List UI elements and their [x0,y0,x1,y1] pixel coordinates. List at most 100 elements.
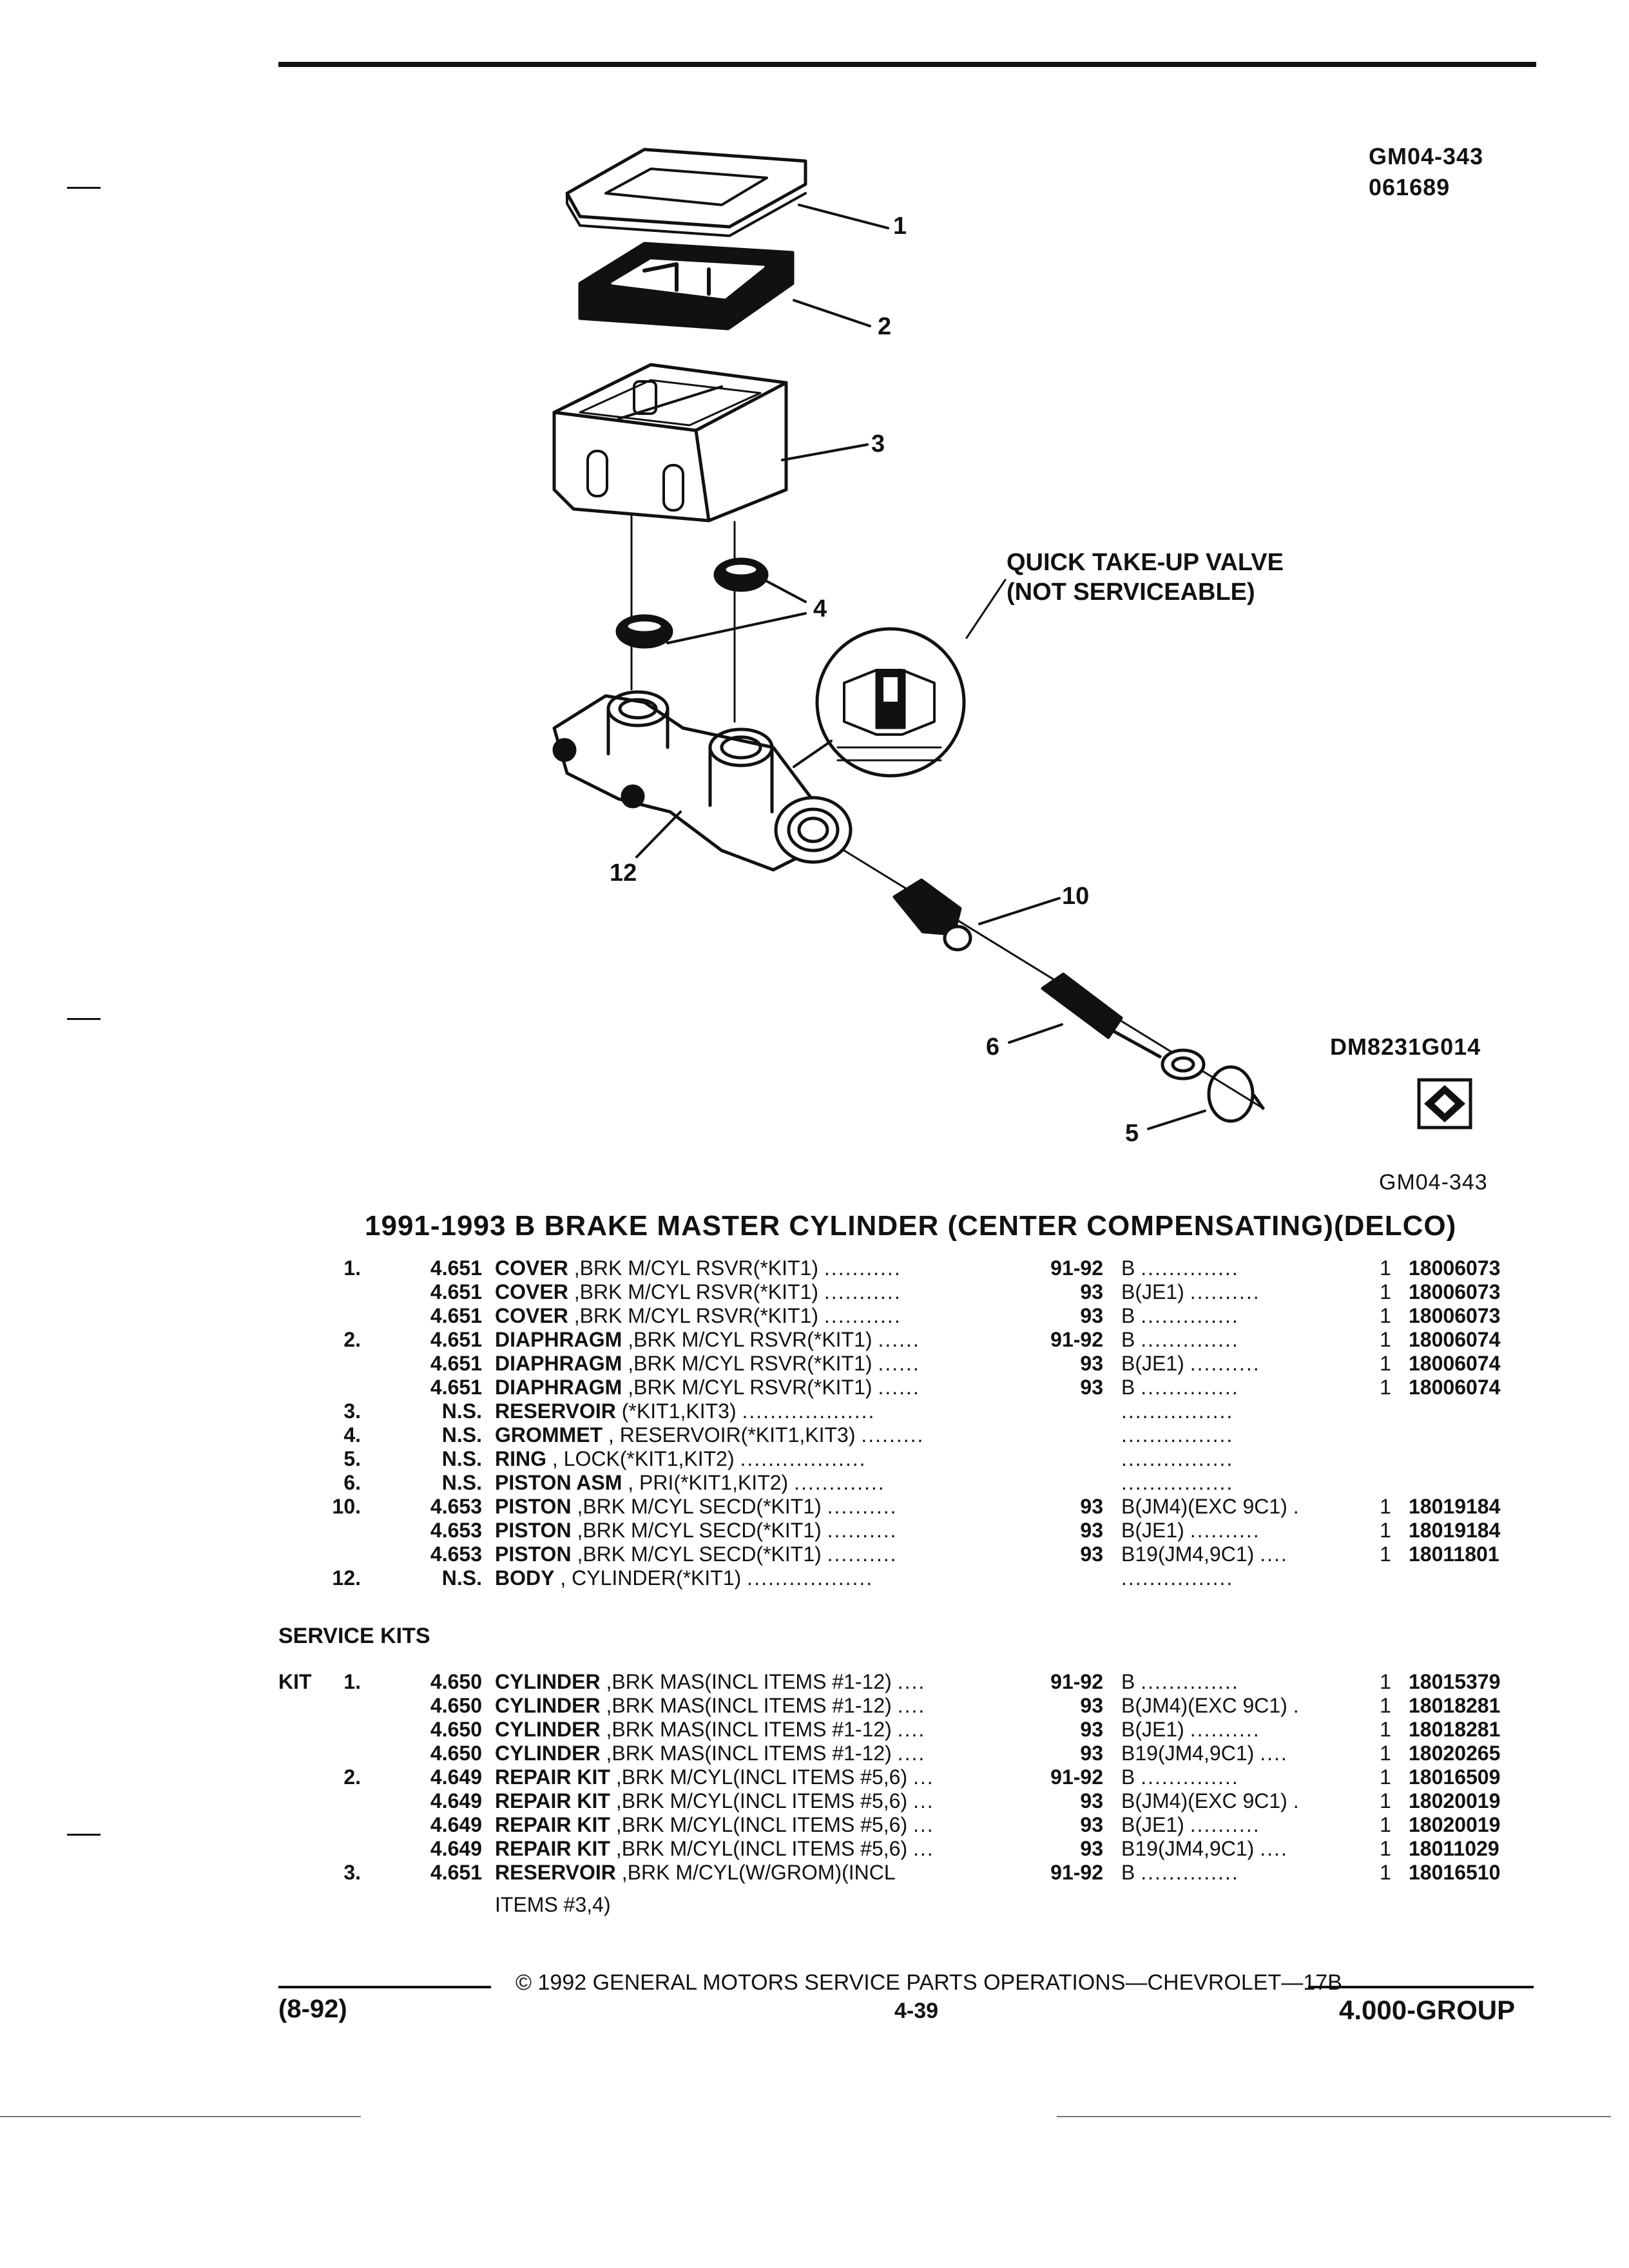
application-code: B [1121,1670,1135,1693]
model-years: 93 [1080,1718,1103,1741]
drawing-code: DM8231G014 [1330,1033,1481,1060]
part-description: PISTON ASM , PRI(*KIT1,KIT2) ...........… [495,1471,885,1495]
part-detail: ,BRK MAS(INCL ITEMS #1-12) [606,1742,892,1765]
service-kits-heading: SERVICE KITS [278,1624,430,1648]
model-years: 93 [1080,1519,1103,1542]
item-number: 1. [343,1256,361,1280]
application: B19(JM4,9C1) .... [1121,1542,1288,1566]
bottom-scan-line [0,2116,361,2117]
group-number: 4.651 [430,1352,482,1375]
item-number: 12. [332,1566,361,1590]
part-description: RESERVOIR (*KIT1,KIT3) .................… [495,1399,875,1423]
top-rule [278,62,1536,67]
reservoir-part [552,363,788,523]
model-years: 93 [1080,1542,1103,1566]
part-description: RING , LOCK(*KIT1,KIT2) ................… [495,1447,867,1471]
item-number: 1. [343,1670,361,1693]
application: ................ [1121,1399,1233,1423]
group-number: 4.650 [430,1694,482,1717]
application-dots: ................ [1121,1399,1234,1423]
table-row: 3.N.S.RESERVOIR (*KIT1,KIT3) ...........… [0,1399,1629,1423]
leader-dots: .......... [827,1542,898,1566]
part-name: REPAIR KIT [495,1765,610,1789]
margin-mark [67,1834,101,1836]
leader-dots: ...... [878,1328,920,1351]
quantity: 1 [1380,1542,1391,1566]
part-name: DIAPHRAGM [495,1328,622,1351]
part-description: CYLINDER ,BRK MAS(INCL ITEMS #1-12) .... [495,1718,925,1742]
group-number: 4.651 [430,1256,482,1280]
quantity: 1 [1380,1718,1391,1741]
model-years: 91-92 [1050,1861,1103,1884]
part-name: PISTON [495,1519,572,1542]
leader-dots: ........... [824,1304,901,1327]
callout-2: 2 [878,313,892,340]
part-description: CYLINDER ,BRK MAS(INCL ITEMS #1-12) .... [495,1742,925,1765]
part-description: GROMMET , RESERVOIR(*KIT1,KIT3) ........… [495,1423,924,1447]
application: B(JE1) .......... [1121,1813,1260,1837]
application-dots: .... [1260,1542,1288,1566]
part-name: PISTON [495,1495,572,1518]
part-description: COVER ,BRK M/CYL RSVR(*KIT1) ........... [495,1304,901,1328]
cylinder-body-part [552,690,853,872]
application-code: B(JM4)(EXC 9C1) [1121,1495,1287,1518]
part-description: DIAPHRAGM ,BRK M/CYL RSVR(*KIT1) ...... [495,1352,920,1376]
part-detail: ,BRK M/CYL RSVR(*KIT1) [628,1328,872,1351]
kit3-continuation-text: ITEMS #3,4) [495,1893,611,1916]
group-number: 4.653 [430,1519,482,1542]
quantity: 1 [1380,1789,1391,1812]
leader-4 [666,612,807,644]
group-number: 4.649 [430,1837,482,1860]
application-code: B(JE1) [1121,1813,1184,1836]
application-dots: .... [1260,1742,1288,1765]
application-code: B [1121,1256,1135,1280]
leader-dots: .... [897,1694,926,1717]
leader-dots: .................. [747,1566,874,1590]
part-number: 18011801 [1409,1542,1499,1566]
part-number: 18018281 [1409,1718,1501,1741]
application: B(JE1) .......... [1121,1718,1260,1742]
part-detail: (*KIT1,KIT3) [621,1399,737,1423]
group-number: 4.651 [430,1304,482,1327]
application: B19(JM4,9C1) .... [1121,1742,1288,1765]
part-description: DIAPHRAGM ,BRK M/CYL RSVR(*KIT1) ...... [495,1328,920,1352]
part-description: REPAIR KIT ,BRK M/CYL(INCL ITEMS #5,6) .… [495,1765,934,1789]
part-detail: ,BRK MAS(INCL ITEMS #1-12) [606,1670,892,1693]
quantity: 1 [1380,1813,1391,1836]
model-years: 93 [1080,1789,1103,1812]
model-years: 93 [1080,1837,1103,1860]
valve-note-line2: (NOT SERVICEABLE) [1007,579,1255,606]
model-years: 91-92 [1050,1256,1103,1280]
part-detail: ,BRK M/CYL SECD(*KIT1) [577,1495,822,1518]
application: B(JM4)(EXC 9C1) . [1121,1694,1300,1718]
footer-date: (8-92) [278,1995,347,2023]
leader-dots: ... [913,1813,934,1836]
reservoir-cover-part [565,148,807,237]
callout-3: 3 [871,430,885,457]
application-code: B(JE1) [1121,1280,1184,1303]
leader-dots: ........... [824,1256,901,1280]
part-name: RESERVOIR [495,1399,616,1423]
part-number: 18020265 [1409,1742,1501,1765]
ref-code: GM04-343 [1369,143,1484,169]
group-number: 4.651 [430,1280,482,1303]
part-name: DIAPHRAGM [495,1352,622,1375]
date-code: 061689 [1369,174,1451,200]
part-detail: ,BRK M/CYL RSVR(*KIT1) [574,1304,819,1327]
application: B(JE1) .......... [1121,1280,1260,1304]
leader-dots: .... [897,1670,926,1693]
quantity: 1 [1380,1519,1391,1542]
part-description: CYLINDER ,BRK MAS(INCL ITEMS #1-12) .... [495,1670,925,1694]
part-name: COVER [495,1256,568,1280]
part-name: CYLINDER [495,1718,601,1741]
group-number: 4.653 [430,1495,482,1518]
application: ................ [1121,1423,1233,1447]
table-row: 12.N.S.BODY , CYLINDER(*KIT1) ..........… [0,1566,1629,1590]
